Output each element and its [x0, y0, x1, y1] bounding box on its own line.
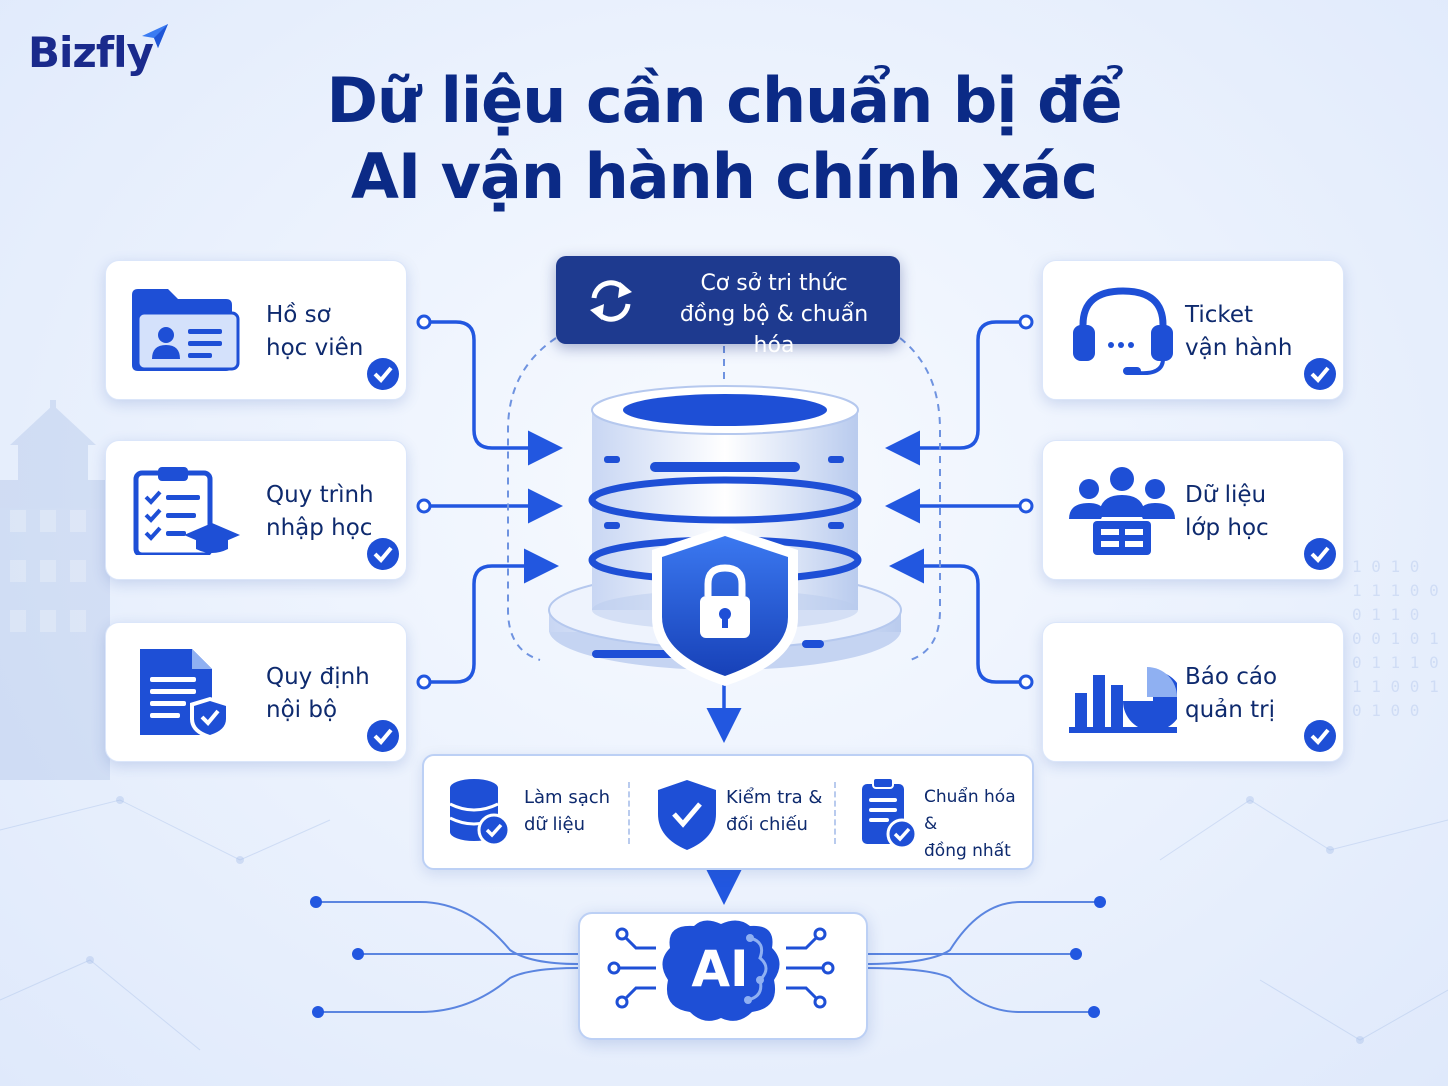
class-group-icon — [1069, 467, 1175, 555]
check-badge-icon — [1304, 720, 1336, 752]
process-step-cleaning: Làm sạch dữ liệu — [448, 778, 628, 848]
card-label-line1: Quy định — [266, 664, 370, 690]
svg-text:1 1 0 0 1: 1 1 0 0 1 — [1352, 677, 1439, 696]
card-label-line2: quản trị — [1185, 697, 1276, 723]
check-badge-icon — [1304, 538, 1336, 570]
page-title-line2: AI vận hành chính xác — [350, 140, 1098, 213]
process-label-line2: đồng nhất — [924, 841, 1011, 861]
card-label-line2: lớp học — [1185, 515, 1269, 541]
source-card-admission: Quy trình nhập học — [105, 440, 407, 580]
svg-text:0 1 1 0: 0 1 1 0 — [1352, 605, 1419, 624]
clipboard-check-icon — [862, 778, 918, 850]
connector-student-profile — [424, 320, 563, 466]
admission-checklist-icon — [133, 467, 240, 555]
check-badge-icon — [367, 538, 399, 570]
process-label-line2: đối chiếu — [726, 814, 808, 835]
card-label-line2: vận hành — [1185, 335, 1293, 361]
knowledge-base-line1: Cơ sở tri thức — [700, 271, 848, 296]
shield-check-icon — [658, 780, 716, 850]
card-label-line2: học viên — [266, 335, 364, 361]
connector-report — [889, 548, 1026, 684]
svg-text:0 0 1 0 1: 0 0 1 0 1 — [1352, 629, 1439, 648]
card-label-line1: Dữ liệu — [1185, 482, 1267, 508]
process-label-line1: Kiểm tra & — [726, 787, 823, 808]
process-divider — [628, 782, 630, 844]
check-badge-icon — [367, 358, 399, 390]
building-silhouette — [0, 400, 110, 780]
policy-document-icon — [140, 649, 230, 737]
process-step-verify: Kiểm tra & đối chiếu — [656, 778, 836, 850]
process-divider — [834, 782, 836, 844]
student-profile-icon — [132, 289, 240, 371]
knowledge-base-banner: Cơ sở tri thức đồng bộ & chuẩn hóa — [556, 256, 900, 358]
source-card-report: Báo cáo quản trị — [1042, 622, 1344, 762]
processing-steps-panel: Làm sạch dữ liệu Kiểm tra & đối chiếu Ch… — [422, 754, 1034, 870]
ai-brain-icon — [607, 920, 835, 1021]
process-label-line2: dữ liệu — [524, 814, 586, 835]
card-label-line2: nhập học — [266, 515, 373, 541]
process-label-line1: Chuẩn hóa & — [924, 787, 1016, 834]
card-label-line1: Quy trình — [266, 482, 374, 508]
card-label-line1: Báo cáo — [1185, 664, 1278, 690]
connector-policy — [424, 548, 559, 684]
page-title-line1: Dữ liệu cần chuẩn bị để — [326, 64, 1122, 137]
report-chart-icon — [1069, 667, 1177, 733]
svg-text:0 1 0 0: 0 1 0 0 — [1352, 701, 1419, 720]
network-lines — [0, 799, 1448, 1051]
paper-plane-icon — [142, 24, 168, 48]
sync-icon — [590, 280, 632, 322]
card-label-line1: Hồ sơ — [266, 302, 331, 328]
source-card-ticket: Ticket vận hành — [1042, 260, 1344, 400]
ai-label: AI — [691, 940, 749, 998]
card-label-line1: Ticket — [1185, 302, 1254, 328]
check-badge-icon — [1304, 358, 1336, 390]
svg-text:0 1 1 1 0: 0 1 1 1 0 — [1352, 653, 1439, 672]
connector-ticket — [885, 320, 1026, 466]
source-card-student-profile: Hồ sơ học viên — [105, 260, 407, 400]
card-label-line2: nội bộ — [266, 697, 338, 723]
knowledge-base-line2: đồng bộ & chuẩn hóa — [679, 302, 869, 358]
database-icon — [548, 385, 902, 686]
binary-pattern: 1 0 1 0 1 1 1 0 0 0 1 1 0 0 0 1 0 1 0 1 … — [1352, 557, 1439, 720]
brand-logo: Bizfly — [28, 28, 154, 77]
svg-text:1 1 1 0 0: 1 1 1 0 0 — [1352, 581, 1439, 600]
process-step-normalize: Chuẩn hóa & đồng nhất — [860, 778, 1030, 861]
process-label-line1: Làm sạch — [524, 787, 611, 808]
headset-icon — [1073, 287, 1173, 375]
database-check-icon — [449, 779, 511, 847]
check-badge-icon — [367, 720, 399, 752]
source-card-class-data: Dữ liệu lớp học — [1042, 440, 1344, 580]
source-card-policy: Quy định nội bộ — [105, 622, 407, 762]
svg-text:1 0 1 0: 1 0 1 0 — [1352, 557, 1419, 576]
